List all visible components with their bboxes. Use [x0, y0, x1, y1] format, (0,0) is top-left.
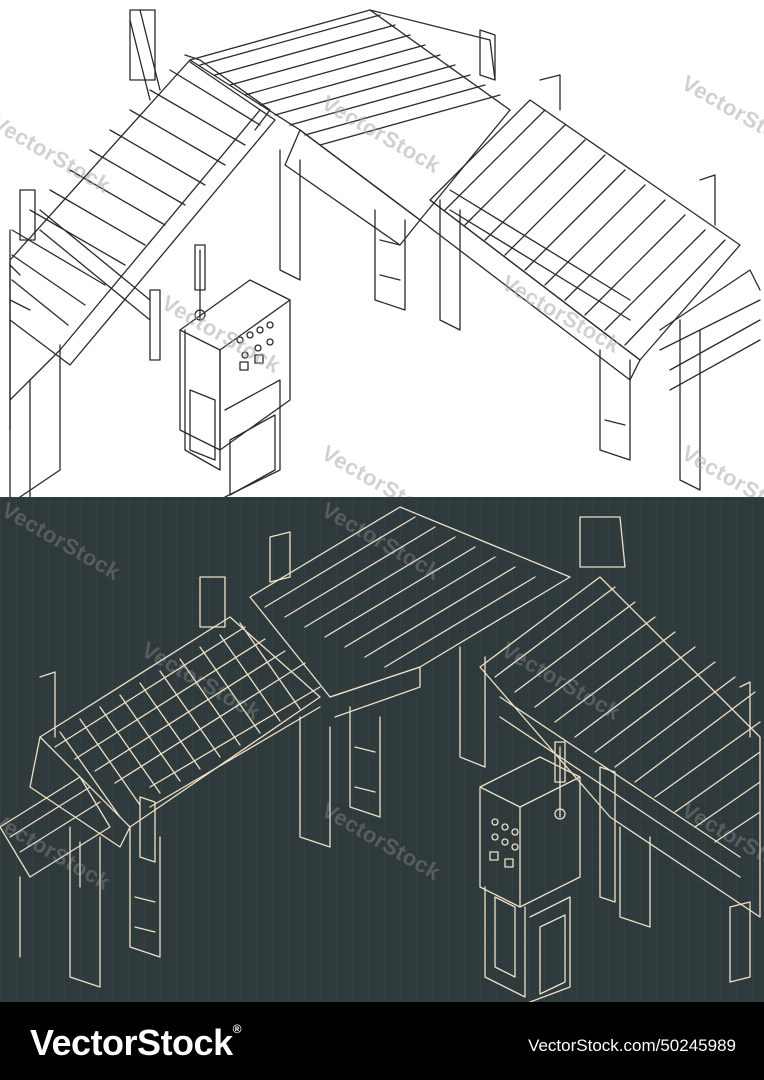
- registered-mark: ®: [232, 1022, 242, 1036]
- light-right-conveyor: [419, 74, 761, 491]
- left-long-conveyor: [9, 9, 276, 497]
- light-blueprint-panel: VectorStock VectorStock VectorStock Vect…: [0, 0, 764, 497]
- image-url: VectorStock.com/50245989: [528, 1036, 736, 1055]
- dark-middle-conveyor: [249, 506, 571, 818]
- dark-right-conveyor: [479, 516, 761, 983]
- dark-control-cabinet: [479, 741, 581, 1002]
- light-conveyor-drawing: [9, 9, 761, 497]
- dark-left-conveyor: [0, 576, 331, 988]
- dark-conveyor-drawing: [0, 497, 764, 1002]
- dark-blueprint-panel: VectorStock VectorStock VectorStock Vect…: [0, 497, 764, 1002]
- logo-text: VectorStock: [30, 1022, 233, 1063]
- light-upper-conveyor: [189, 9, 511, 311]
- light-control-cabinet: [179, 244, 291, 497]
- vectorstock-logo: VectorStock®: [30, 1022, 241, 1064]
- stock-footer: VectorStock® VectorStock.com/50245989: [0, 1002, 764, 1080]
